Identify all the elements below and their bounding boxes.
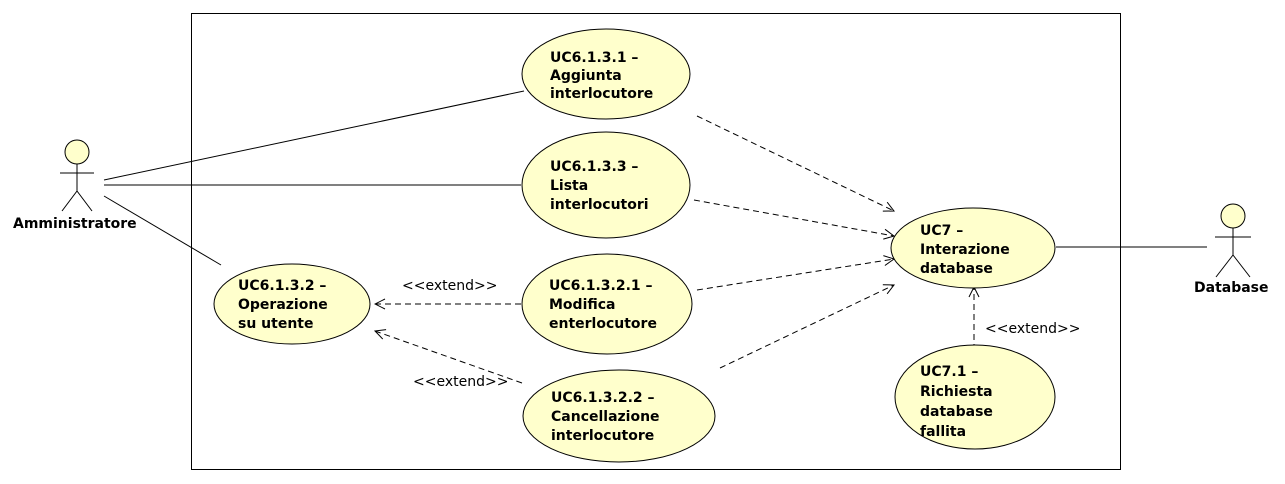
association-admin-uc6132 bbox=[103, 195, 222, 266]
actor-admin-label: Amministratore bbox=[13, 216, 137, 232]
uc7-line2: Interazione bbox=[920, 242, 1010, 258]
uc71-line2: Richiesta bbox=[920, 384, 993, 400]
actor-database-left-leg bbox=[1215, 254, 1234, 278]
dependency-uc6131-uc7 bbox=[696, 115, 894, 211]
uc61321-line2: Modifica bbox=[549, 297, 616, 313]
association-admin-uc6131 bbox=[103, 90, 525, 181]
uc71-line4: fallita bbox=[920, 424, 966, 440]
uc6133-line3: interlocutori bbox=[550, 197, 649, 213]
extend-uc61322-uc6132 bbox=[375, 331, 523, 384]
use-case-uc6133[interactable]: UC6.1.3.3 – Lista interlocutori bbox=[521, 131, 691, 239]
uc6132-line1: UC6.1.3.2 – bbox=[238, 278, 326, 294]
actor-database[interactable]: Database bbox=[1194, 203, 1269, 296]
actor-admin-head bbox=[64, 139, 90, 165]
use-case-uc6131[interactable]: UC6.1.3.1 – Aggiunta interlocutore bbox=[521, 28, 691, 120]
actor-database-head bbox=[1220, 203, 1246, 229]
use-case-uc61322[interactable]: UC6.1.3.2.2 – Cancellazione interlocutor… bbox=[522, 369, 716, 463]
uc61322-line1: UC6.1.3.2.2 – bbox=[551, 390, 655, 406]
uc6133-line1: UC6.1.3.3 – bbox=[550, 159, 638, 175]
dependency-uc61322-uc7 bbox=[719, 285, 894, 369]
uc6132-line3: su utente bbox=[238, 316, 313, 332]
extend-label-uc61321: <<extend>> bbox=[402, 278, 497, 294]
uc6131-line3: interlocutore bbox=[550, 86, 653, 102]
uc61321-line1: UC6.1.3.2.1 – bbox=[549, 278, 653, 294]
use-case-uc6132[interactable]: UC6.1.3.2 – Operazione su utente bbox=[213, 263, 371, 345]
actor-admin[interactable]: Amministratore bbox=[13, 139, 137, 232]
uc6133-line2: Lista bbox=[550, 178, 588, 194]
use-case-uc71[interactable]: UC7.1 – Richiesta database fallita bbox=[894, 344, 1056, 450]
extend-label-uc61322: <<extend>> bbox=[413, 374, 508, 390]
use-case-uc7[interactable]: UC7 – Interazione database bbox=[890, 207, 1056, 289]
dependency-uc6133-uc7 bbox=[693, 199, 894, 236]
actor-database-label: Database bbox=[1194, 280, 1269, 296]
dependency-uc61321-uc7 bbox=[696, 259, 894, 291]
uc7-line1: UC7 – bbox=[920, 223, 963, 239]
uc71-line1: UC7.1 – bbox=[920, 364, 978, 380]
actor-admin-right-leg bbox=[76, 190, 93, 212]
actor-database-right-leg bbox=[1232, 254, 1251, 278]
use-case-uc61321[interactable]: UC6.1.3.2.1 – Modifica enterlocutore bbox=[521, 253, 693, 355]
uc6131-line2: Aggiunta bbox=[550, 68, 622, 84]
uc7-line3: database bbox=[920, 261, 993, 277]
actor-admin-left-leg bbox=[61, 190, 78, 212]
uc71-line3: database bbox=[920, 404, 993, 420]
uc6131-line1: UC6.1.3.1 – bbox=[550, 50, 638, 66]
extend-label-uc71: <<extend>> bbox=[985, 321, 1080, 337]
uc61322-line2: Cancellazione bbox=[551, 409, 660, 425]
uc61322-line3: interlocutore bbox=[551, 428, 654, 444]
uc61321-line3: enterlocutore bbox=[549, 316, 657, 332]
uc6132-line2: Operazione bbox=[238, 297, 328, 313]
